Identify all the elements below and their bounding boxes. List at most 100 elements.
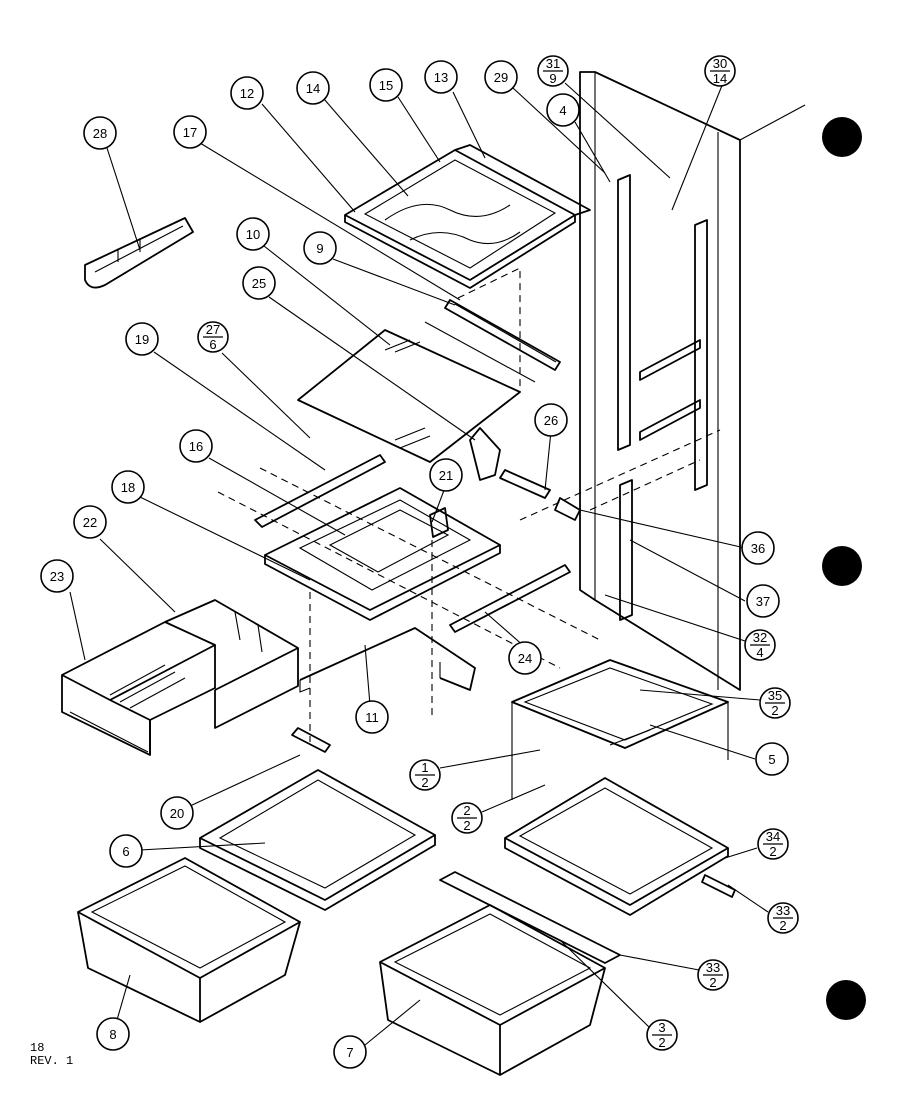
- callout-circle: [160, 796, 194, 830]
- callout-circle: [73, 505, 107, 539]
- callout-numerator: 33: [776, 903, 790, 918]
- part-26-bracket: [469, 427, 581, 521]
- callout-circle: [230, 76, 264, 110]
- callout-circle: [83, 116, 117, 150]
- callout-34-2: 34 2: [757, 828, 789, 860]
- callout-circle: [173, 115, 207, 149]
- callout-circle: [741, 531, 775, 565]
- callout-label: 23: [50, 569, 64, 584]
- callout-denominator: 2: [769, 844, 776, 859]
- callout-label: 10: [246, 227, 260, 242]
- callout-16: 16: [179, 429, 213, 463]
- callout-28: 28: [83, 116, 117, 150]
- callout-37: 37: [746, 584, 780, 618]
- callout-numerator: 35: [768, 688, 782, 703]
- callout-5: 5: [755, 742, 789, 776]
- callout-33-2-upper: 33 2: [767, 902, 799, 934]
- punch-hole: [826, 980, 866, 1020]
- callout-circle: [429, 458, 463, 492]
- callout-10: 10: [236, 217, 270, 251]
- callout-32-4: 32 4: [744, 629, 776, 661]
- callout-label: 25: [252, 276, 266, 291]
- part-34-frame: [504, 777, 729, 916]
- callout-label: 19: [135, 332, 149, 347]
- callout-label: 13: [434, 70, 448, 85]
- callout-denominator: 14: [713, 71, 727, 86]
- callout-label: 29: [494, 70, 508, 85]
- callout-circle: [296, 71, 330, 105]
- callout-denominator: 4: [756, 645, 763, 660]
- part-8-drawer: [77, 857, 301, 1023]
- callout-circle: [179, 429, 213, 463]
- callout-denominator: 2: [658, 1035, 665, 1050]
- callout-numerator: 27: [206, 322, 220, 337]
- callout-label: 6: [122, 844, 129, 859]
- callout-15: 15: [369, 68, 403, 102]
- callout-circle: [746, 584, 780, 618]
- callout-24: 24: [508, 641, 542, 675]
- callout-denominator: 6: [209, 337, 216, 352]
- callout-label: 17: [183, 125, 197, 140]
- part-7-drawer: [379, 904, 606, 1076]
- callout-circle: [369, 68, 403, 102]
- part-side-panel: [579, 71, 806, 691]
- callout-11: 11: [355, 700, 389, 734]
- part-20-clip: [291, 727, 331, 753]
- callout-20: 20: [160, 796, 194, 830]
- callout-circle: [355, 700, 389, 734]
- callout-22: 22: [73, 505, 107, 539]
- callout-7: 7: [333, 1035, 367, 1069]
- callout-8: 8: [96, 1017, 130, 1051]
- leader-lines: [69, 82, 769, 1046]
- callout-label: 9: [316, 241, 323, 256]
- callout-label: 8: [109, 1027, 116, 1042]
- callout-label: 4: [559, 103, 566, 118]
- callout-label: 24: [518, 651, 532, 666]
- callout-3-2: 3 2: [646, 1019, 678, 1051]
- part-11-wire-frame: [299, 627, 476, 693]
- callout-label: 16: [189, 439, 203, 454]
- callout-circle: [236, 217, 270, 251]
- callout-circle: [96, 1017, 130, 1051]
- callout-31-9: 31 9: [537, 55, 569, 87]
- assembly-guides: [217, 429, 721, 742]
- revision-label: REV. 1: [30, 1054, 74, 1068]
- callout-denominator: 2: [709, 975, 716, 990]
- callout-12: 12: [230, 76, 264, 110]
- callout-denominator: 2: [779, 918, 786, 933]
- callout-numerator: 1: [421, 760, 428, 775]
- part-upper-shelf: [344, 144, 591, 289]
- callout-circle: [534, 403, 568, 437]
- callout-23: 23: [40, 559, 74, 593]
- callout-circle: [125, 322, 159, 356]
- callout-18: 18: [111, 470, 145, 504]
- callout-19: 19: [125, 322, 159, 356]
- callout-label: 15: [379, 78, 393, 93]
- part-6-shelf: [199, 769, 436, 911]
- callout-numerator: 33: [706, 960, 720, 975]
- callout-1-2: 1 2: [409, 759, 441, 791]
- callout-27-6: 27 6: [197, 321, 229, 353]
- callout-circle: [303, 231, 337, 265]
- callout-circle: [111, 470, 145, 504]
- callout-circle: [508, 641, 542, 675]
- part-28-trim: [84, 217, 194, 289]
- part-side-rails: [254, 454, 571, 633]
- callout-2-2: 2 2: [451, 802, 483, 834]
- callout-9: 9: [303, 231, 337, 265]
- callout-numerator: 3: [658, 1020, 665, 1035]
- callout-circle: [242, 266, 276, 300]
- callout-label: 22: [83, 515, 97, 530]
- callout-denominator: 2: [771, 703, 778, 718]
- callout-numerator: 30: [713, 56, 727, 71]
- callout-30-14: 30 14: [704, 55, 736, 87]
- callout-14: 14: [296, 71, 330, 105]
- callout-circle: [546, 93, 580, 127]
- callout-label: 12: [240, 86, 254, 101]
- part-5-cover: [511, 659, 729, 800]
- callout-13: 13: [424, 60, 458, 94]
- callout-label: 18: [121, 480, 135, 495]
- callout-label: 7: [346, 1045, 353, 1060]
- callout-denominator: 2: [421, 775, 428, 790]
